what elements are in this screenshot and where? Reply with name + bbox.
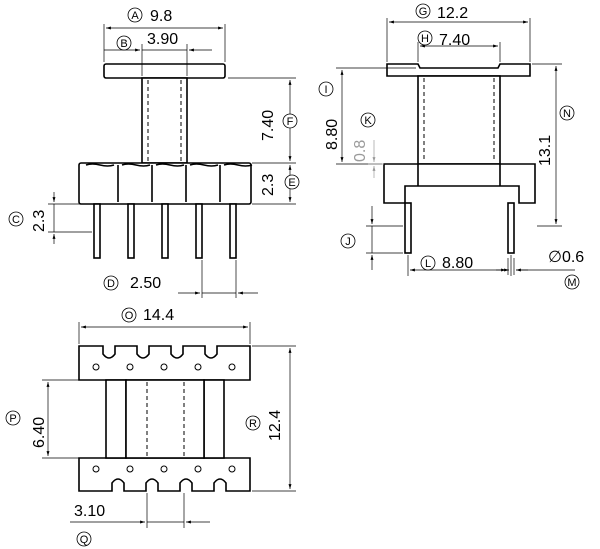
front-view: A 9.8 B 3.90 7.40 F 2.3 E 2.3 C	[8, 7, 300, 298]
dim-r-value: 12.4	[267, 410, 284, 441]
tag-f: F	[287, 116, 294, 128]
tag-m: M	[567, 277, 576, 289]
side-pin-left	[404, 202, 412, 254]
tag-p: P	[9, 413, 16, 425]
side-base	[383, 163, 536, 204]
tag-d: D	[107, 278, 115, 290]
side-pin-right	[507, 202, 515, 254]
tag-r: R	[249, 418, 257, 430]
top-view-upper-flange	[78, 345, 251, 381]
tag-k: K	[364, 115, 372, 127]
dim-n-value: 13.1	[537, 135, 554, 166]
top-view-lower-flange	[78, 457, 251, 492]
tag-a: A	[131, 10, 139, 22]
pin-5	[229, 203, 237, 259]
base-block	[78, 162, 252, 205]
dim-b-value: 3.90	[147, 31, 178, 48]
top-view: O 14.4 P 6.40 R 12.4 3.10 Q	[5, 307, 296, 547]
dim-o-value: 14.4	[143, 307, 174, 324]
top-view-tube	[125, 379, 205, 459]
core-tube	[141, 77, 188, 164]
pin-1	[93, 203, 101, 259]
pin-2	[127, 203, 135, 259]
dim-k-value: 0.8	[352, 140, 369, 162]
dim-c-value: 2.3	[31, 210, 48, 232]
tag-g: G	[419, 6, 428, 18]
side-tube	[417, 75, 501, 165]
tag-o: O	[125, 310, 134, 322]
tag-l: L	[425, 258, 431, 270]
tag-i: I	[324, 84, 327, 96]
tag-j: J	[345, 236, 351, 248]
dim-p-value: 6.40	[31, 417, 48, 448]
tag-e: E	[288, 177, 295, 189]
tag-b-circle	[116, 35, 132, 51]
tag-q: Q	[80, 534, 89, 546]
pin-4	[195, 203, 203, 259]
dim-e-value: 2.3	[260, 174, 277, 196]
side-top-flange	[386, 63, 531, 77]
pin-3	[161, 203, 169, 259]
tag-h: H	[421, 33, 429, 45]
dim-d-value: 2.50	[130, 275, 161, 292]
dim-m-value: ∅0.6	[548, 249, 584, 266]
side-view: G 12.2 H 7.40 I 8.80 K 0.8 N 13.1	[318, 3, 584, 290]
dim-q-value: 3.10	[74, 503, 105, 520]
dim-f-value: 7.40	[260, 110, 277, 141]
tag-c: C	[12, 214, 20, 226]
dim-h-value: 7.40	[439, 32, 470, 49]
dim-l-value: 8.80	[442, 255, 473, 272]
tag-b: B	[120, 38, 127, 50]
tag-a-circle	[127, 7, 143, 23]
top-flange	[103, 63, 226, 79]
dim-a-value: 9.8	[150, 8, 172, 25]
dim-i-value: 8.80	[324, 119, 341, 150]
dim-g-value: 12.2	[437, 5, 468, 22]
tag-n: N	[563, 108, 571, 120]
